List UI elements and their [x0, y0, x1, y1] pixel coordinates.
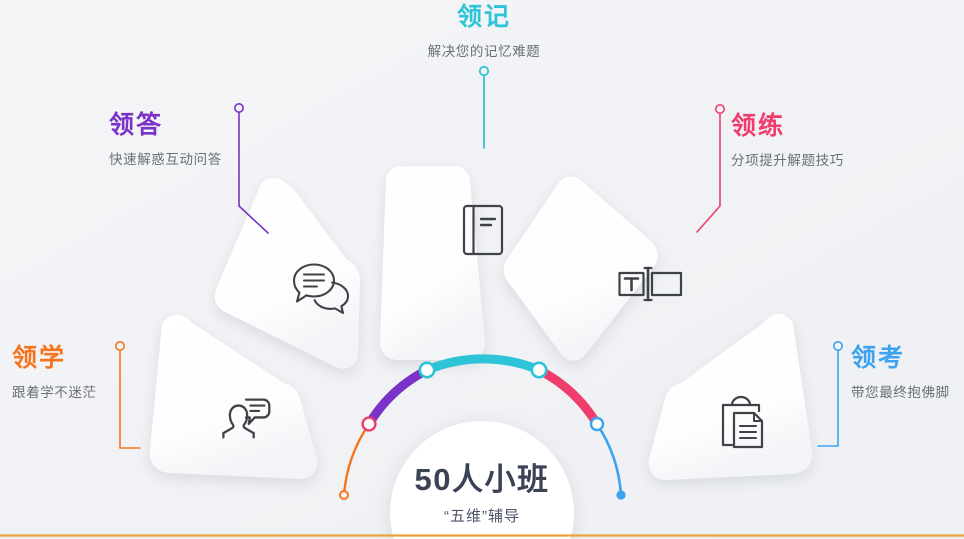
connector-liji	[478, 65, 490, 149]
label-lixue[interactable]: 领学 跟着学不迷茫	[12, 344, 97, 401]
arc-segment-likao	[589, 416, 626, 500]
petal-lixue[interactable]	[149, 314, 318, 480]
chat-bubbles-icon	[292, 263, 350, 315]
notebook-icon	[462, 204, 504, 256]
label-lilian-subtitle: 分项提升解题技巧	[731, 152, 844, 168]
connector-lida	[234, 103, 269, 234]
label-liji-title: 领记	[456, 3, 511, 31]
label-lilian[interactable]: 领练 分项提升解题技巧	[731, 112, 844, 169]
label-liji[interactable]: 领记 解决您的记忆难题	[394, 3, 574, 60]
label-likao[interactable]: 领考 带您最终抱佛脚	[851, 344, 950, 401]
clipboard-icon	[721, 395, 764, 449]
center-disc	[390, 421, 574, 539]
label-lilian-title: 领练	[731, 112, 786, 140]
label-lixue-title: 领学	[12, 344, 67, 372]
label-lida-subtitle: 快速解惑互动问答	[109, 151, 222, 167]
connector-likao	[817, 340, 843, 447]
label-likao-title: 领考	[851, 344, 906, 372]
connector-lixue	[115, 340, 141, 449]
text-field-icon	[618, 266, 683, 302]
arc-segment-liji	[418, 354, 541, 379]
label-lida-title: 领答	[109, 111, 164, 139]
petal-lilian[interactable]	[503, 176, 683, 361]
label-lida[interactable]: 领答 快速解惑互动问答	[109, 111, 222, 168]
connector-lilian	[696, 104, 725, 233]
person-speaking-icon	[222, 398, 271, 439]
petal-lida[interactable]	[214, 178, 360, 369]
label-likao-subtitle: 带您最终抱佛脚	[851, 384, 950, 400]
label-liji-subtitle: 解决您的记忆难题	[427, 43, 541, 59]
label-lixue-subtitle: 跟着学不迷茫	[12, 384, 97, 400]
petal-likao[interactable]	[648, 313, 813, 481]
petal-liji[interactable]	[379, 165, 504, 360]
